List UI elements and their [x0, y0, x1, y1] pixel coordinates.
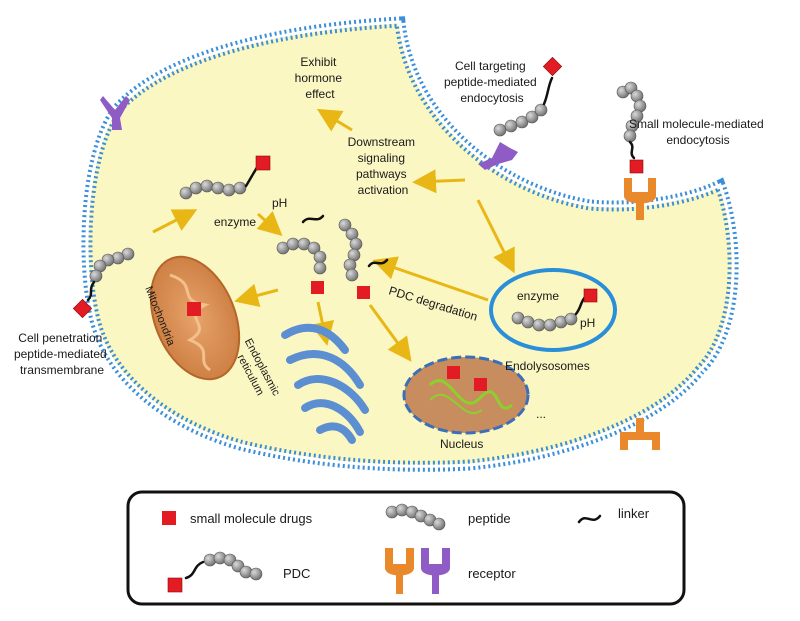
peptide-enzyme-top — [179, 179, 247, 200]
label-small-molecule-endocytosis: Small molecule-mediated endocytosis — [629, 117, 767, 147]
peptide-chains — [72, 56, 647, 332]
label-enzyme-endo: enzyme — [517, 289, 559, 303]
label-cell-targeting: Cell targeting peptide-mediated endocyto… — [444, 59, 540, 105]
arrow-to-nucleus — [368, 304, 412, 362]
legend-pdc-drug — [167, 577, 183, 593]
drug-in-nucleus-1 — [447, 366, 460, 379]
drug-cell-penetration — [72, 298, 93, 319]
arrow-to-mitochondria — [234, 283, 279, 308]
arrow-to-downstream — [412, 169, 466, 194]
linker-cell-targeting — [542, 76, 554, 106]
label-ph-endo: pH — [580, 316, 595, 330]
legend-pdc-swatch — [167, 551, 263, 593]
cell-cytoplasm — [86, 22, 734, 467]
label-nucleus: Nucleus — [440, 437, 483, 451]
arrow-enzyme-release — [256, 211, 283, 237]
label-downstream: Downstream signaling pathways activation — [348, 135, 419, 197]
drug-enzyme-top — [255, 155, 271, 171]
peptide-free-center-2 — [338, 218, 363, 282]
peptide-endolysosome — [511, 311, 578, 332]
legend-peptide-swatch — [385, 503, 446, 531]
label-enzyme-top: enzyme — [214, 215, 256, 229]
mitochondria — [149, 255, 241, 381]
legend-pdc: PDC — [283, 566, 310, 581]
label-ph-top: pH — [272, 196, 287, 210]
legend-linker-swatch — [577, 514, 602, 524]
arrow-to-hormone — [316, 108, 353, 132]
receptor-purple-left — [100, 96, 130, 130]
peptide-cell-targeting — [493, 103, 548, 137]
drug-cell-targeting — [542, 56, 563, 77]
legend-receptor: receptor — [468, 566, 516, 581]
linker-cell-penetration — [86, 280, 96, 302]
label-ellipsis: ... — [536, 407, 546, 421]
drug-in-nucleus-2 — [474, 378, 487, 391]
legend-linker: linker — [618, 506, 650, 521]
legend-receptor-orange — [385, 548, 414, 594]
label-hormone-effect: Exhibit hormone effect — [295, 55, 346, 101]
legend-pdc-beads — [203, 551, 263, 581]
cell-membrane-inner — [85, 20, 735, 468]
legend: small molecule drugs peptide linker PDC … — [126, 490, 686, 606]
peptide-free-center-1 — [276, 237, 327, 275]
label-cell-penetration: Cell penetration peptide-mediated transm… — [14, 331, 110, 377]
peptide-cell-penetration — [89, 247, 135, 283]
endoplasmic-reticulum — [281, 323, 369, 444]
free-drug-1 — [311, 281, 324, 294]
legend-peptide: peptide — [468, 511, 511, 526]
arrow-to-endolysosome — [476, 199, 515, 274]
nucleus — [402, 355, 530, 435]
drug-endolysosome — [583, 288, 598, 303]
arrow-to-enzyme — [152, 209, 198, 234]
label-endolysosomes: Endolysosomes — [505, 359, 590, 373]
legend-small-molecule-drugs: small molecule drugs — [190, 511, 313, 526]
free-linkers — [301, 214, 389, 268]
drug-small-molecule — [629, 159, 644, 174]
receptor-orange-bottom — [620, 418, 660, 450]
peptide-small-molecule — [616, 81, 647, 143]
legend-peptide-beads — [385, 503, 446, 531]
free-drug-2 — [357, 286, 370, 299]
legend-drug-swatch — [162, 511, 176, 525]
drug-in-mitochondria — [187, 302, 201, 316]
receptor-orange-top — [624, 178, 656, 220]
endolysosome — [489, 268, 617, 352]
linker-small-molecule — [628, 140, 636, 160]
arrow-pdc-degradation — [372, 256, 489, 302]
legend-receptor-purple — [421, 548, 450, 594]
receptor-purple-targeting — [478, 142, 518, 170]
legend-pdc-linker — [184, 560, 205, 580]
